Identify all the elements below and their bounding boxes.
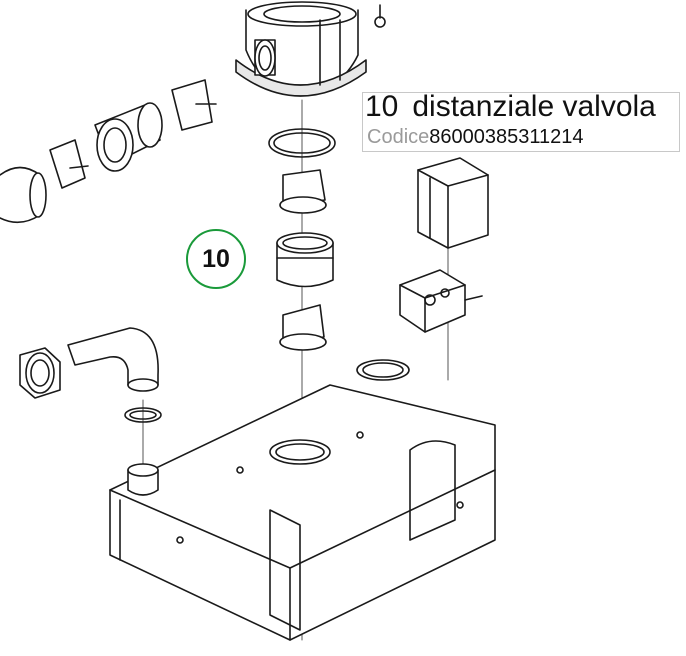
callout-label: 10 bbox=[202, 244, 230, 273]
part-info-box: 10 distanziale valvola Codice860003853112… bbox=[362, 90, 680, 152]
part-callout-10: 10 bbox=[186, 229, 246, 289]
valve-spacer bbox=[276, 232, 334, 288]
valve-flap bbox=[279, 169, 327, 214]
elbow-pipe bbox=[19, 327, 162, 423]
part-code-row: Codice86000385311214 bbox=[367, 126, 584, 149]
part-name: distanziale valvola bbox=[412, 90, 656, 123]
valve-flap bbox=[279, 304, 327, 351]
float-switch bbox=[399, 269, 483, 333]
tank bbox=[109, 359, 496, 641]
part-number: 10 bbox=[365, 90, 399, 123]
valve-body bbox=[235, 1, 386, 97]
code-label: Codice bbox=[367, 126, 430, 148]
union-nut bbox=[0, 102, 163, 224]
valve-flap bbox=[49, 79, 217, 189]
switch-cover bbox=[417, 157, 489, 249]
part-title: 10 distanziale valvola bbox=[365, 90, 656, 124]
o-ring bbox=[268, 128, 336, 158]
code-value: 86000385311214 bbox=[429, 126, 584, 148]
